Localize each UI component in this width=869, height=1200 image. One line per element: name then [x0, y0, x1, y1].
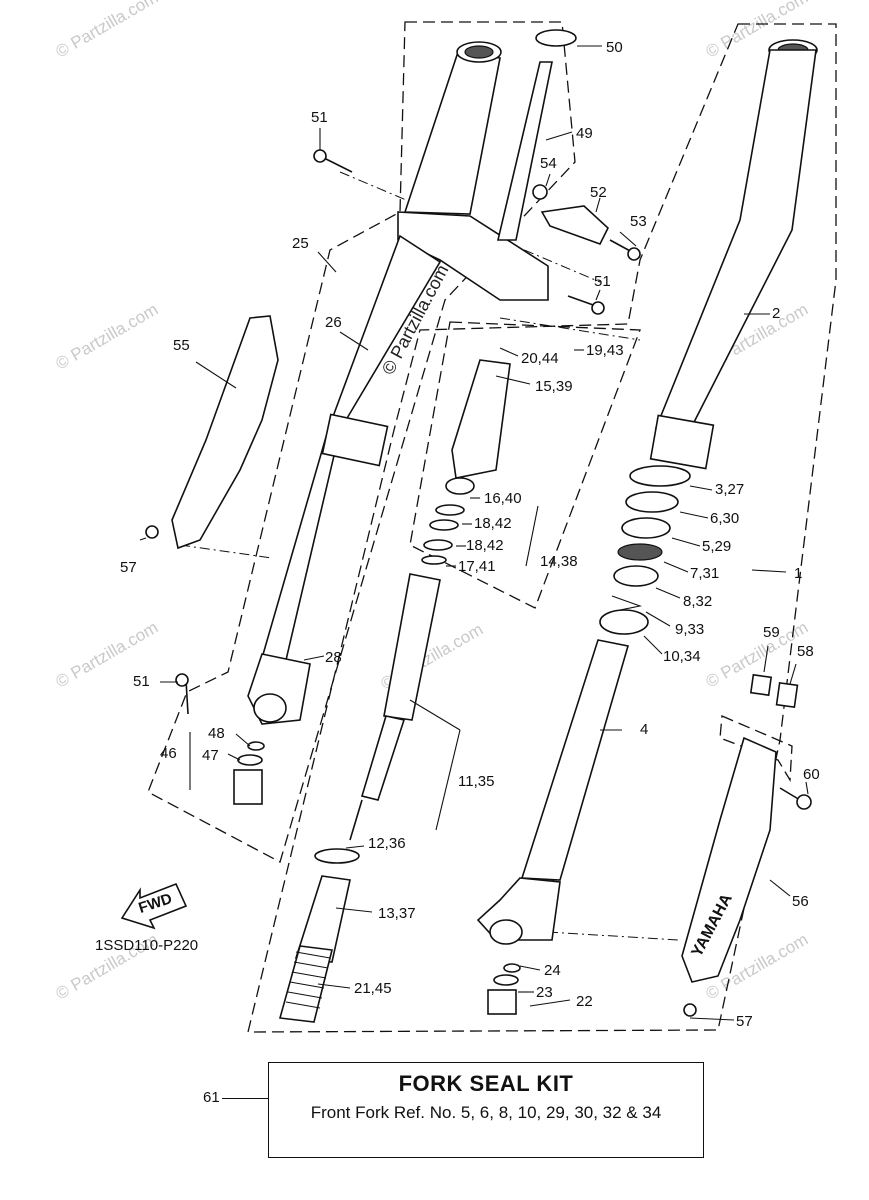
callout-3-27: 3,27	[715, 481, 744, 498]
callout-6-30: 6,30	[710, 510, 739, 527]
callout-24: 24	[544, 962, 561, 979]
callout-58: 58	[797, 643, 814, 660]
callout-54: 54	[540, 155, 557, 172]
leader-lines	[139, 45, 809, 1021]
callout-51-a: 51	[311, 109, 328, 126]
callout-57-a: 57	[120, 559, 137, 576]
callout-47: 47	[202, 747, 219, 764]
axle-holders	[233, 741, 521, 1015]
fwd-arrow-icon: FWD	[120, 882, 188, 930]
callout-2: 2	[772, 305, 780, 322]
callout-51-c: 51	[133, 673, 150, 690]
callout-22: 22	[576, 993, 593, 1010]
callout-10-34: 10,34	[663, 648, 701, 665]
callout-26: 26	[325, 314, 342, 331]
callout-19-43: 19,43	[586, 342, 624, 359]
callout-46: 46	[160, 745, 177, 762]
callout-48: 48	[208, 725, 225, 742]
callout-labels: 1 2 3,27 4 5,29 6,30 7,31 8,32 9,33 10,3…	[95, 39, 820, 1030]
callout-16-40: 16,40	[484, 490, 522, 507]
callout-12-36: 12,36	[368, 835, 406, 852]
kit-leader-line	[222, 1098, 268, 1099]
callout-56: 56	[792, 893, 809, 910]
boundary-damper	[409, 321, 641, 609]
inner-rod-assembly	[278, 573, 441, 1023]
callout-17-41: 17,41	[458, 558, 496, 575]
bracket	[540, 205, 609, 245]
callout-21-45: 21,45	[354, 980, 392, 997]
diagram-code: 1SSD110-P220	[95, 937, 198, 954]
fork-seal-kit-box: FORK SEAL KIT Front Fork Ref. No. 5, 6, …	[268, 1062, 704, 1158]
callout-1: 1	[794, 565, 802, 582]
left-outer-tube	[247, 41, 549, 725]
kit-ref-number: 61	[203, 1089, 220, 1106]
fork-guards	[171, 315, 799, 983]
callout-18-42-a: 18,42	[474, 515, 512, 532]
callout-15-39: 15,39	[535, 378, 573, 395]
callout-7-31: 7,31	[690, 565, 719, 582]
callout-28: 28	[325, 649, 342, 666]
bolts	[145, 149, 812, 1017]
watermark-1: © Partzilla.com	[53, 0, 162, 61]
callout-23: 23	[536, 984, 553, 1001]
callout-59: 59	[763, 624, 780, 641]
callout-55: 55	[173, 337, 190, 354]
callout-51-b: 51	[594, 273, 611, 290]
callout-53: 53	[630, 213, 647, 230]
callout-13-37: 13,37	[378, 905, 416, 922]
damper-rod	[445, 29, 577, 495]
callout-57-b: 57	[736, 1013, 753, 1030]
boundary-guard	[719, 715, 793, 783]
callout-49: 49	[576, 125, 593, 142]
right-inner-tube	[476, 465, 691, 945]
callout-50: 50	[606, 39, 623, 56]
damper-seals	[421, 504, 465, 565]
right-outer-tube	[649, 39, 818, 470]
callout-4: 4	[640, 721, 648, 738]
callout-8-32: 8,32	[683, 593, 712, 610]
callout-5-29: 5,29	[702, 538, 731, 555]
callout-52: 52	[590, 184, 607, 201]
assembly-boundaries	[147, 21, 837, 1033]
callout-14-38: 14,38	[540, 553, 578, 570]
kit-description: Front Fork Ref. No. 5, 6, 8, 10, 29, 30,…	[310, 1103, 662, 1122]
callout-20-44: 20,44	[521, 350, 559, 367]
callout-60: 60	[803, 766, 820, 783]
callout-25: 25	[292, 235, 309, 252]
callout-18-42-b: 18,42	[466, 537, 504, 554]
kit-title: FORK SEAL KIT	[398, 1071, 574, 1096]
callout-9-33: 9,33	[675, 621, 704, 638]
watermark-3: © Partzilla.com	[53, 300, 162, 374]
callout-11-35: 11,35	[458, 773, 494, 790]
